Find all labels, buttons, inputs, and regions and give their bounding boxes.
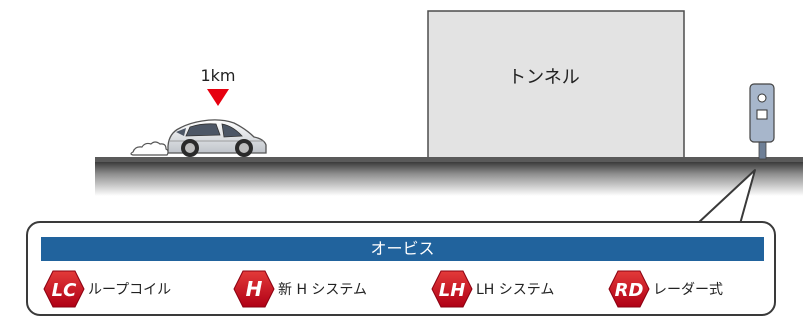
legend-items: LC ループコイル H 新 H システム LH LH システム RD レーダー式: [41, 270, 771, 308]
h-badge-code: H: [246, 277, 263, 301]
distance-label: 1km: [200, 66, 235, 85]
h-badge-icon: H: [233, 270, 275, 308]
legend-item-rd: RD レーダー式: [608, 270, 723, 308]
rd-label: レーダー式: [653, 282, 723, 298]
road: [95, 157, 803, 196]
dust-cloud: [130, 141, 169, 156]
orbis-camera: [749, 83, 775, 160]
lh-label: LH システム: [476, 282, 555, 298]
legend-item-lh: LH LH システム: [431, 270, 555, 308]
legend-item-h: H 新 H システム: [233, 270, 368, 308]
car: [167, 119, 267, 157]
lh-badge-icon: LH: [431, 270, 473, 308]
h-label: 新 H システム: [278, 282, 368, 298]
orbis-legend: オービス LC ループコイル H 新 H システム LH LH システム: [26, 221, 776, 316]
rd-badge-icon: RD: [608, 270, 650, 308]
lc-badge-code: LC: [52, 280, 77, 301]
legend-title: オービス: [41, 237, 764, 261]
distance-marker: 1km: [200, 66, 236, 106]
tunnel: トンネル: [427, 10, 685, 159]
lc-label: ループコイル: [88, 282, 172, 298]
callout-pointer: [696, 169, 756, 225]
lh-badge-code: LH: [439, 280, 466, 301]
rd-badge-code: RD: [615, 280, 644, 301]
red-triangle-marker: [207, 89, 229, 106]
lc-badge-icon: LC: [43, 270, 85, 308]
legend-item-lc: LC ループコイル: [43, 270, 172, 308]
tunnel-label: トンネル: [508, 67, 580, 88]
